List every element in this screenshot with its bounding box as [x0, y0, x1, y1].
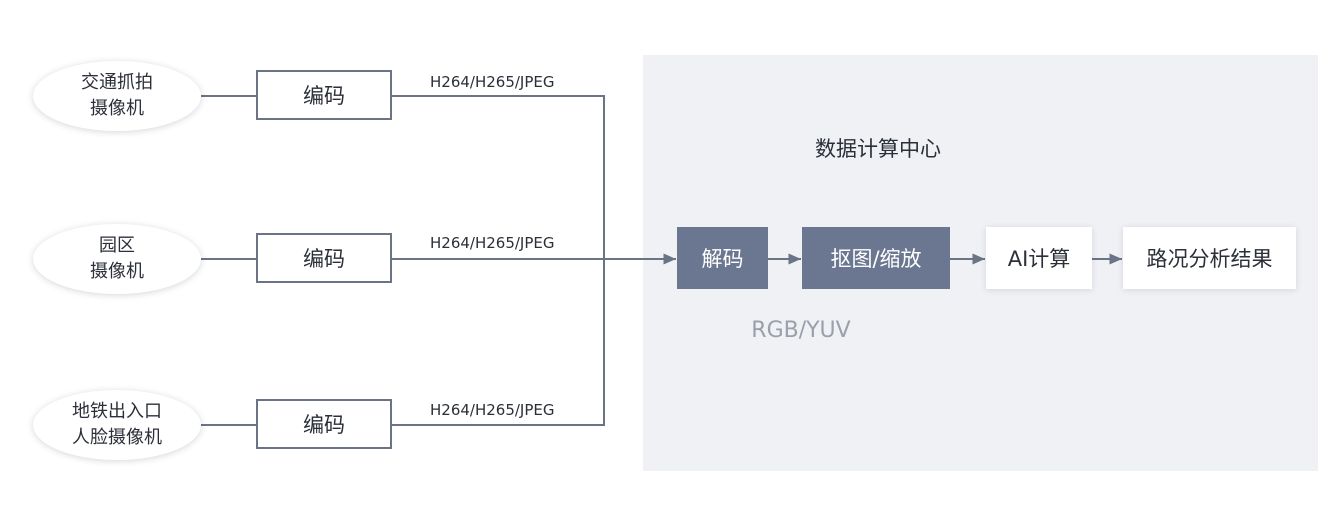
stage-decode: 解码 [677, 227, 768, 289]
camera-park: 园区 摄像机 [33, 224, 201, 294]
encoder-box-3: 编码 [256, 399, 392, 449]
encoder-box-1: 编码 [256, 70, 392, 120]
format-label-3: H264/H265/JPEG [430, 401, 555, 419]
stage-crop-scale: 抠图/缩放 [802, 227, 950, 289]
data-center-title: 数据计算中心 [815, 137, 941, 161]
camera-traffic-capture: 交通抓拍 摄像机 [33, 61, 201, 131]
camera-metro-face-line-1: 地铁出入口 [72, 401, 162, 422]
format-label-2: H264/H265/JPEG [430, 234, 555, 252]
encoder-box-2: 编码 [256, 233, 392, 283]
stage-ai-compute: AI计算 [986, 227, 1092, 289]
stage-traffic-result: 路况分析结果 [1123, 227, 1296, 289]
camera-metro-face: 地铁出入口 人脸摄像机 [33, 390, 201, 460]
color-space-label: RGB/YUV [751, 318, 851, 343]
camera-traffic-capture-line-2: 摄像机 [90, 98, 144, 119]
camera-metro-face-line-2: 人脸摄像机 [72, 427, 162, 448]
camera-traffic-capture-line-1: 交通抓拍 [81, 72, 153, 93]
camera-park-line-2: 摄像机 [90, 261, 144, 282]
format-label-1: H264/H265/JPEG [430, 73, 555, 91]
camera-park-line-1: 园区 [99, 235, 135, 256]
